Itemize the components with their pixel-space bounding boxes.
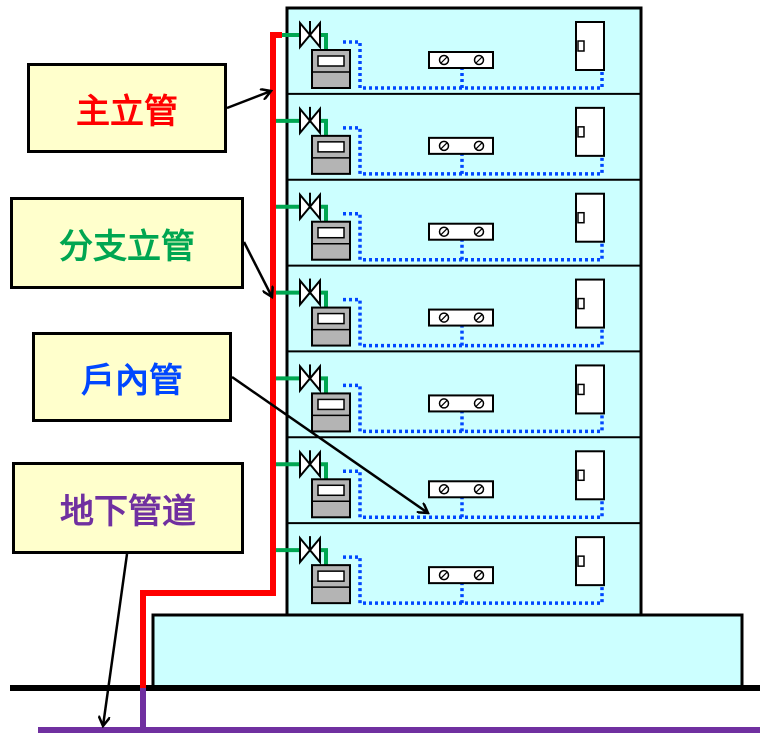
stove-knob-right xyxy=(475,56,483,64)
stove-knob-left xyxy=(440,228,448,236)
label-indoor-pipe: 戶內管 xyxy=(32,332,232,422)
valve-left xyxy=(299,106,312,136)
indoor-pipe xyxy=(343,555,604,605)
indoor-pipe xyxy=(343,40,604,90)
floor-2 xyxy=(276,436,641,520)
floor-4 xyxy=(276,264,641,348)
heater-handle xyxy=(577,555,585,567)
gas-stove-icon xyxy=(428,566,494,585)
stove-knob-left xyxy=(440,56,448,64)
floor-5 xyxy=(276,178,641,262)
valve-icon xyxy=(299,106,321,136)
floor-1 xyxy=(276,522,641,605)
floor-3 xyxy=(276,350,641,434)
meter-display xyxy=(317,141,345,153)
gas-meter-icon xyxy=(311,49,351,89)
indoor-pipe xyxy=(343,126,604,176)
gas-meter-icon xyxy=(311,220,351,261)
heater-body xyxy=(575,450,605,501)
stove-knob-right xyxy=(475,571,483,579)
heater-handle xyxy=(577,40,585,52)
gas-meter-icon xyxy=(311,564,351,605)
heater-handle xyxy=(577,297,585,310)
valve-left xyxy=(299,449,312,480)
valve-right xyxy=(308,535,321,565)
label-branch-riser: 分支立管 xyxy=(10,197,244,289)
floors-group xyxy=(276,20,641,605)
stove-knob-right xyxy=(475,400,483,407)
gas-meter-icon xyxy=(311,134,351,175)
valve-right xyxy=(308,449,321,480)
building-podium xyxy=(151,613,744,690)
water-heater-icon xyxy=(575,106,605,157)
gas-meter-icon xyxy=(311,306,351,347)
stove-knob-left xyxy=(440,571,448,579)
heater-handle xyxy=(577,383,585,396)
valve-left xyxy=(299,20,312,50)
gas-stove-icon xyxy=(428,222,494,241)
valve-right xyxy=(308,277,321,308)
floor-6 xyxy=(276,92,641,176)
gas-stove-icon xyxy=(428,480,494,499)
gas-stove-icon xyxy=(428,51,494,69)
valve-icon xyxy=(299,20,321,50)
label-main-riser: 主立管 xyxy=(27,63,227,153)
stove-knob-right xyxy=(475,485,483,493)
water-heater-icon xyxy=(575,536,605,587)
heater-handle xyxy=(577,126,585,138)
valve-icon xyxy=(299,535,321,565)
meter-display xyxy=(317,226,345,239)
valve-right xyxy=(308,20,321,50)
arrow-branch-riser xyxy=(242,241,272,297)
floor-7 xyxy=(276,20,605,90)
stove-knob-left xyxy=(440,142,448,150)
valve-left xyxy=(299,363,312,394)
water-heater-icon xyxy=(575,364,605,415)
valve-icon xyxy=(299,363,321,394)
water-heater-icon xyxy=(575,450,605,501)
arrow-underground-pipe xyxy=(103,553,129,726)
main-riser-pipe xyxy=(140,32,282,688)
gas-stove-icon xyxy=(428,308,494,327)
valve-left xyxy=(299,277,312,308)
stove-knob-left xyxy=(440,314,448,321)
indoor-pipe xyxy=(343,297,604,348)
indoor-pipe xyxy=(343,211,604,262)
arrow-main-riser xyxy=(226,91,271,110)
meter-display xyxy=(317,484,345,497)
meter-display xyxy=(317,398,345,411)
water-heater-icon xyxy=(575,192,605,243)
valve-right xyxy=(308,191,321,222)
arrow-indoor-pipe xyxy=(231,375,428,513)
heater-handle xyxy=(577,469,585,482)
stove-knob-right xyxy=(475,228,483,236)
valve-left xyxy=(299,191,312,222)
valve-right xyxy=(308,106,321,136)
stove-knob-left xyxy=(440,485,448,493)
heater-handle xyxy=(577,211,585,224)
water-heater-icon xyxy=(575,21,605,71)
valve-icon xyxy=(299,277,321,308)
meter-display xyxy=(317,55,345,67)
valve-left xyxy=(299,535,312,565)
gas-meter-icon xyxy=(311,392,351,433)
indoor-pipe xyxy=(343,469,604,520)
meter-display xyxy=(317,312,345,325)
valve-icon xyxy=(299,449,321,480)
valve-icon xyxy=(299,191,321,222)
water-heater-icon xyxy=(575,278,605,329)
valve-right xyxy=(308,363,321,394)
label-underground-pipe: 地下管道 xyxy=(12,462,244,554)
gas-meter-icon xyxy=(311,478,351,519)
indoor-pipe xyxy=(343,383,604,434)
meter-display xyxy=(317,570,345,582)
gas-stove-icon xyxy=(428,394,494,413)
stove-knob-right xyxy=(475,142,483,150)
stove-knob-left xyxy=(440,400,448,407)
stove-knob-right xyxy=(475,314,483,321)
gas-stove-icon xyxy=(428,136,494,155)
